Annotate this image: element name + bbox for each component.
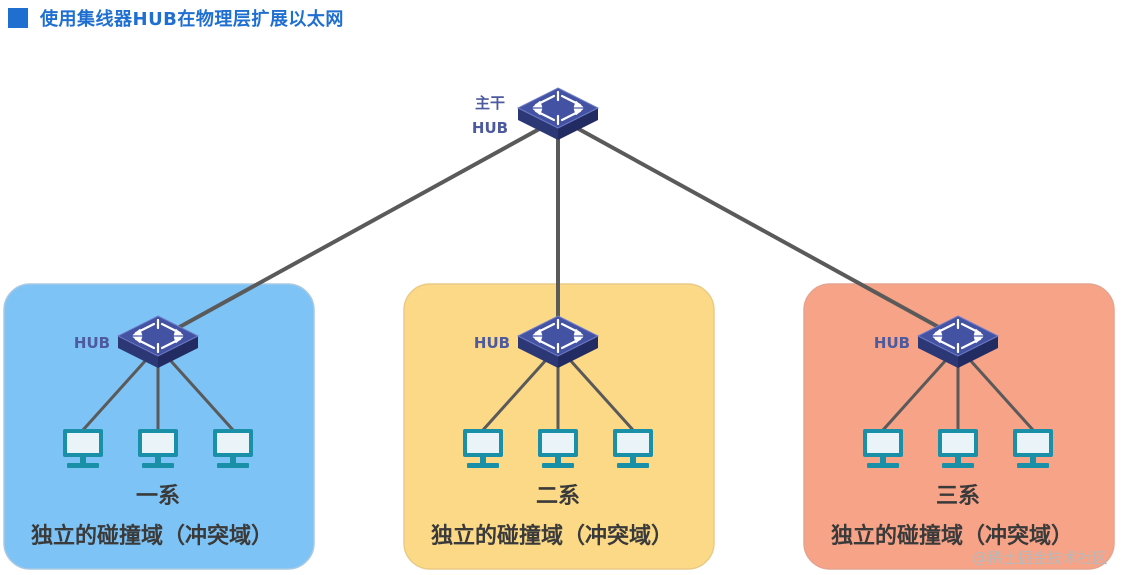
backbone-link-3 — [564, 120, 955, 337]
dept-label-2: 二系 — [536, 484, 580, 509]
access-links — [81, 358, 1035, 432]
backbone-links — [163, 120, 955, 337]
hub-label-2: HUB — [474, 334, 510, 352]
backbone-link-1 — [163, 120, 554, 337]
title-bar: 使用集线器HUB在物理层扩展以太网 — [8, 6, 344, 30]
watermark: @稀土掘金技术社区 — [972, 549, 1107, 567]
backbone-hub-label-1: 主干 — [475, 94, 505, 112]
domain-label-1: 独立的碰撞域（冲突域） — [31, 523, 273, 549]
domain-label-2: 独立的碰撞域（冲突域） — [431, 523, 673, 549]
hub-label-3: HUB — [874, 334, 910, 352]
backbone-hub-label-2: HUB — [472, 119, 508, 137]
title-square-icon — [8, 8, 28, 28]
domain-label-3: 独立的碰撞域（冲突域） — [831, 523, 1073, 549]
dept-label-1: 一系 — [136, 484, 180, 509]
hub-label-1: HUB — [74, 334, 110, 352]
page-title: 使用集线器HUB在物理层扩展以太网 — [40, 9, 344, 30]
dept-label-3: 三系 — [936, 484, 980, 509]
